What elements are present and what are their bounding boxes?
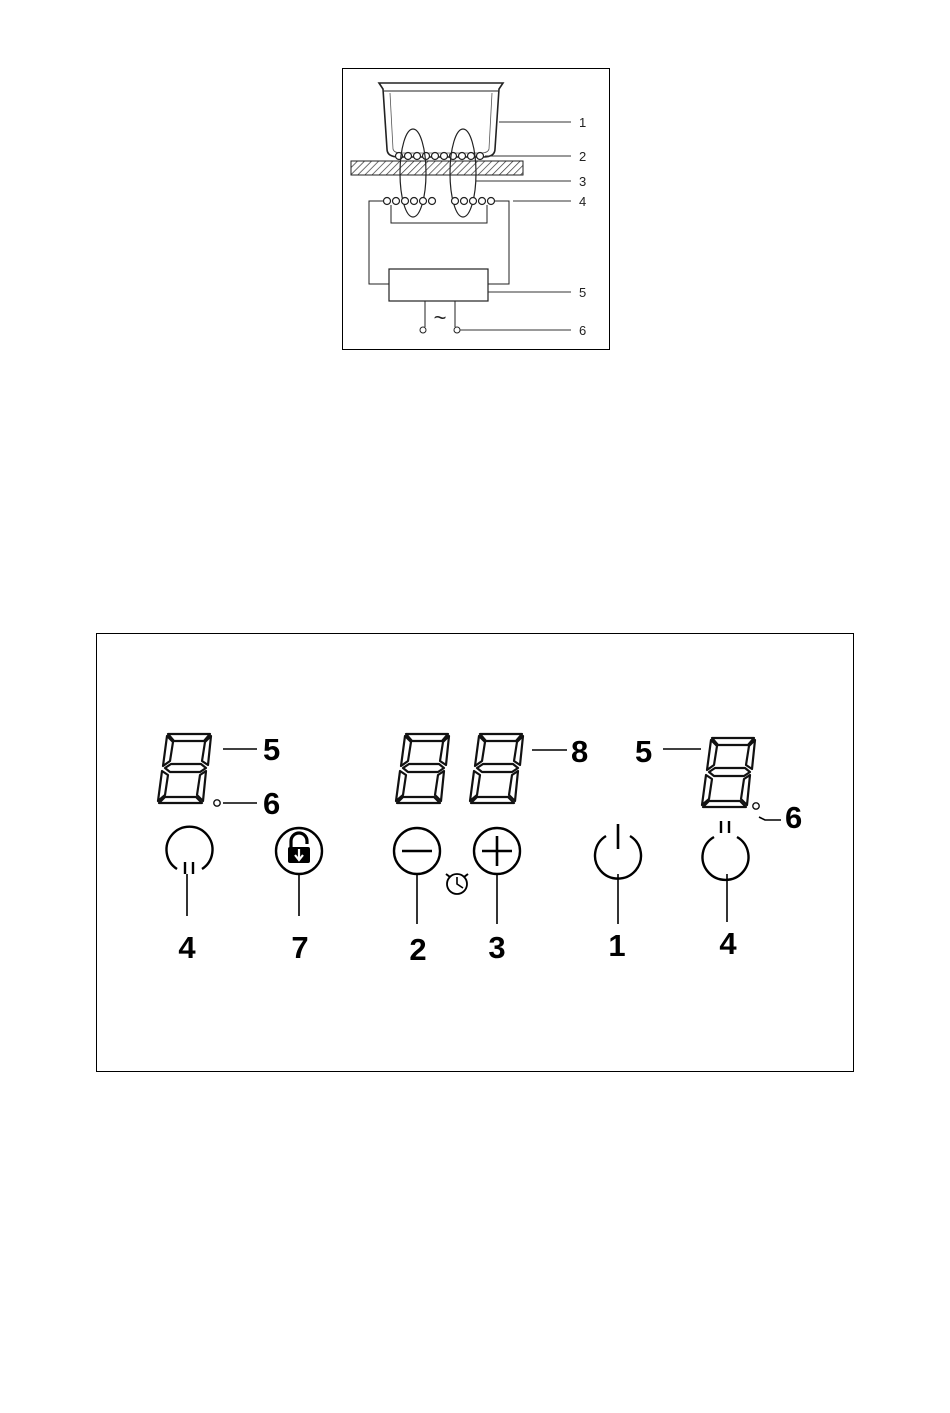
callout-power-button: 1 [608, 928, 625, 963]
callout-timer-display: 8 [571, 734, 588, 769]
power-icon[interactable] [595, 824, 641, 879]
clock-icon [446, 874, 468, 894]
pot [379, 83, 503, 157]
induction-coil [384, 198, 495, 205]
left-zone-indicator-dot [214, 800, 220, 806]
timer-display-units [470, 734, 523, 803]
callout-left-zone-button: 4 [178, 930, 196, 965]
callout-plus-button: 3 [488, 930, 505, 965]
zone-select-icon[interactable] [167, 827, 213, 874]
callout-minus-button: 2 [409, 932, 426, 967]
right-zone-indicator-dot [753, 803, 759, 809]
control-panel-diagram: 5 6 8 5 6 [96, 633, 854, 1072]
eddy-currents [396, 153, 484, 160]
timer-display-tens [396, 734, 449, 803]
callout-lock-button: 7 [291, 930, 308, 965]
callout-magnetic-field: 3 [579, 174, 586, 189]
callout-eddy-currents: 2 [579, 149, 586, 164]
plus-icon[interactable] [474, 828, 520, 874]
callout-coil: 4 [579, 194, 586, 209]
display-leaders [223, 749, 781, 820]
left-zone-display [158, 734, 211, 803]
induction-principle-svg: ~ 1 2 3 4 5 6 [343, 69, 609, 349]
callout-right-zone-display: 5 [635, 734, 652, 769]
right-zone-display [702, 738, 755, 807]
ceramic-glass-plate [351, 161, 523, 175]
ac-symbol: ~ [434, 305, 447, 330]
control-panel-svg: 5 6 8 5 6 [97, 634, 853, 1071]
callout-mains: 6 [579, 323, 586, 338]
callout-electronic-unit: 5 [579, 285, 586, 300]
callout-left-zone-display: 5 [263, 732, 280, 767]
callout-left-zone-dot: 6 [263, 786, 280, 821]
callout-right-zone-dot: 6 [785, 800, 802, 835]
callout-right-zone-button: 4 [719, 926, 737, 961]
padlock-icon[interactable] [276, 828, 322, 874]
zone-select-icon[interactable] [703, 821, 749, 880]
callout-pot: 1 [579, 115, 586, 130]
electronic-unit [389, 269, 488, 301]
minus-icon[interactable] [394, 828, 440, 874]
induction-principle-diagram: ~ 1 2 3 4 5 6 [342, 68, 610, 350]
